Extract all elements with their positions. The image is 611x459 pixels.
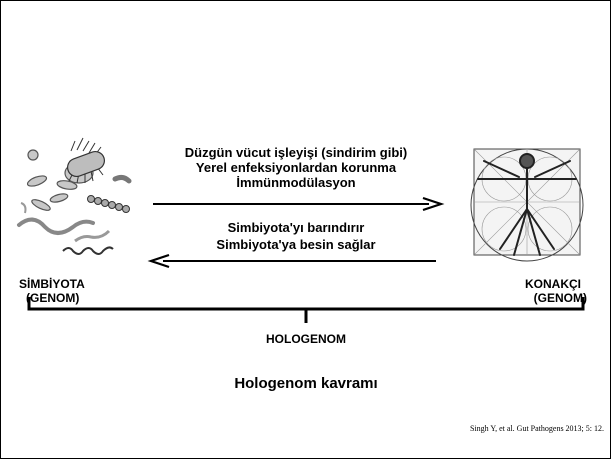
forward-arrow — [153, 197, 443, 211]
backward-arrow — [149, 254, 439, 268]
forward-label-2: Yerel enfeksiyonlardan korunma — [151, 160, 441, 175]
hologenom-label: HOLOGENOM — [206, 332, 406, 346]
konakci-label-line1: KONAKÇI — [497, 277, 587, 291]
backward-labels: Simbiyota'yı barındırır Simbiyota'ya bes… — [151, 219, 441, 253]
forward-label-1: Düzgün vücut işleyişi (sindirim gibi) — [151, 145, 441, 160]
simbiyota-label-line1: SİMBİYOTA — [19, 277, 85, 291]
bacteria-illustration — [15, 133, 135, 258]
hologenom-bracket — [27, 297, 587, 327]
citation: Singh Y, et al. Gut Pathogens 2013; 5: 1… — [470, 424, 604, 433]
backward-label-2: Simbiyota'ya besin sağlar — [151, 236, 441, 253]
backward-label-1: Simbiyota'yı barındırır — [151, 219, 441, 236]
vitruvian-man-illustration — [464, 139, 590, 265]
slide-title: Hologenom kavramı — [156, 375, 456, 392]
forward-labels: Düzgün vücut işleyişi (sindirim gibi) Ye… — [151, 145, 441, 190]
forward-label-3: İmmünmodülasyon — [151, 175, 441, 190]
